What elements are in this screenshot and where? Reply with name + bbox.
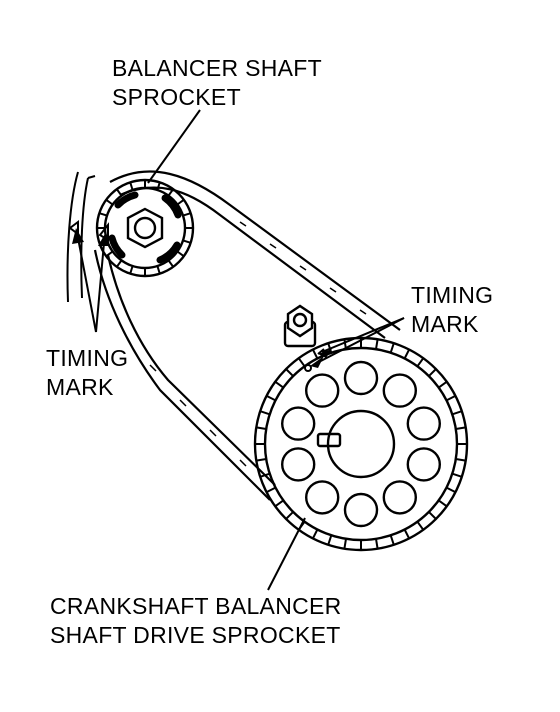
sprocket-tooth	[105, 198, 114, 206]
sprocket-tooth	[176, 198, 185, 206]
sprocket-tooth	[451, 472, 463, 478]
sprocket-tooth	[428, 511, 437, 520]
sprocket-tooth	[416, 357, 425, 367]
label-line: TIMING	[46, 345, 129, 371]
label-line: MARK	[46, 374, 114, 400]
leader-balancer-sprocket	[147, 109, 201, 184]
lightening-hole	[406, 447, 441, 482]
sprocket-tooth	[403, 529, 410, 539]
balancer-hex-nut	[126, 207, 164, 249]
label-line: CRANKSHAFT BALANCER	[50, 593, 342, 619]
sprocket-tooth	[327, 342, 333, 354]
label-line: SHAFT DRIVE SPROCKET	[50, 622, 341, 648]
crank-sprocket-teeth	[255, 338, 467, 550]
sprocket-tooth	[375, 538, 379, 549]
sprocket-tooth	[129, 265, 134, 274]
sprocket-tooth	[389, 342, 395, 354]
label-balancer-shaft-sprocket: BALANCER SHAFT SPROCKET	[112, 54, 322, 112]
sprocket-tooth	[312, 529, 319, 539]
sprocket-tooth	[285, 511, 294, 520]
sprocket-tooth	[156, 182, 161, 191]
sprocket-tooth	[105, 250, 114, 258]
sprocket-tooth	[451, 410, 463, 416]
sprocket-tooth	[438, 380, 448, 389]
sprocket-tooth	[259, 410, 271, 416]
sprocket-tooth	[375, 339, 379, 350]
sprocket-tooth	[99, 239, 108, 244]
sprocket-tooth	[115, 188, 123, 197]
lightening-hole	[382, 373, 417, 408]
lightening-hole	[305, 373, 340, 408]
lightening-hole	[305, 480, 340, 515]
lightening-hole	[281, 406, 316, 441]
lightening-hole	[343, 492, 379, 528]
leader-timing-right-2	[312, 317, 405, 366]
sprocket-tooth	[259, 472, 271, 478]
leader-lines	[77, 109, 405, 591]
lightening-hole	[382, 480, 417, 515]
leader-timing-right-1	[321, 317, 405, 353]
sprocket-tooth	[297, 357, 306, 367]
sprocket-tooth	[176, 250, 185, 258]
sprocket-tooth	[167, 188, 175, 197]
engine-block-edge	[66, 171, 96, 303]
leader-timing-left-1	[77, 237, 97, 333]
lightening-hole	[343, 360, 379, 396]
sprocket-tooth	[266, 486, 276, 493]
balancer-sprocket-teeth	[97, 180, 193, 276]
tensioner-bolt	[283, 304, 317, 348]
lightening-hole	[406, 406, 441, 441]
sprocket-tooth	[156, 265, 161, 274]
label-line: TIMING	[411, 282, 494, 308]
sprocket-tooth	[438, 499, 448, 508]
sprocket-tooth	[274, 499, 284, 508]
sprocket-tooth	[115, 259, 123, 268]
crankshaft-lightening-holes	[281, 360, 441, 528]
sprocket-tooth	[297, 521, 306, 531]
sprocket-tooth	[455, 458, 466, 462]
sprocket-tooth	[403, 349, 410, 359]
sprocket-tooth	[446, 395, 456, 402]
sprocket-tooth	[455, 426, 466, 430]
sprocket-tooth	[129, 182, 134, 191]
sprocket-tooth	[274, 380, 284, 389]
sprocket-tooth	[327, 534, 333, 546]
sprocket-tooth	[416, 521, 425, 531]
label-crankshaft-balancer-shaft-drive-sprocket: CRANKSHAFT BALANCER SHAFT DRIVE SPROCKET	[50, 592, 342, 650]
crank-timing-mark	[304, 348, 325, 372]
label-timing-mark-left: TIMING MARK	[46, 344, 128, 402]
sprocket-tooth	[182, 239, 191, 244]
sprocket-tooth	[182, 212, 191, 217]
label-line: MARK	[411, 311, 479, 337]
sprocket-tooth	[285, 368, 294, 377]
sprocket-tooth	[446, 486, 456, 493]
leader-timing-left-2	[95, 242, 105, 333]
sprocket-tooth	[256, 426, 267, 430]
sprocket-tooth	[256, 458, 267, 462]
sprocket-tooth	[428, 368, 437, 377]
sprocket-tooth	[99, 212, 108, 217]
leader-crankshaft-sprocket	[267, 517, 306, 591]
sprocket-tooth	[343, 339, 347, 350]
lightening-hole	[281, 447, 316, 482]
sprocket-tooth	[266, 395, 276, 402]
label-line: BALANCER SHAFT	[112, 55, 322, 81]
sprocket-tooth	[167, 259, 175, 268]
label-line: SPROCKET	[112, 84, 241, 110]
sprocket-tooth	[312, 349, 319, 359]
sprocket-tooth	[389, 534, 395, 546]
sprocket-tooth	[343, 538, 347, 549]
label-timing-mark-right: TIMING MARK	[411, 281, 493, 339]
